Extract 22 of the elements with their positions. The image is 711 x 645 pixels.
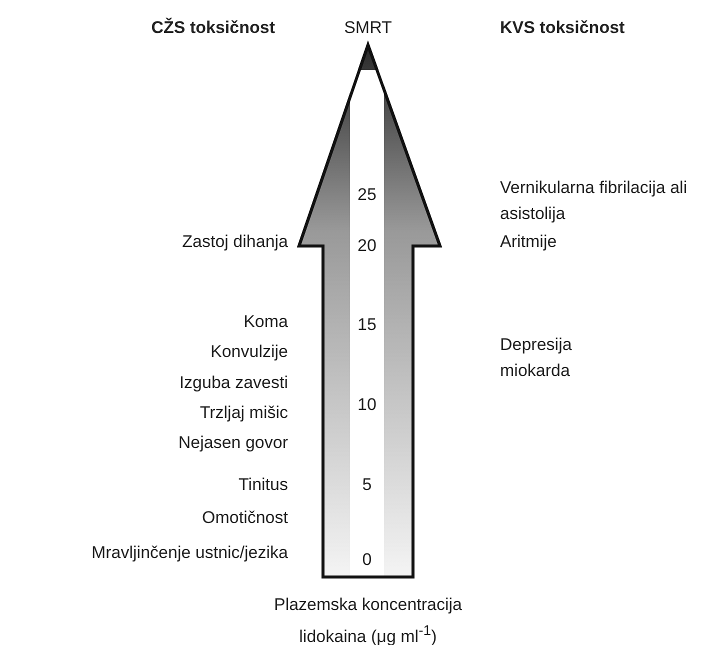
effect-label: Depresija miokarda	[500, 334, 573, 382]
scale-number: 0	[362, 549, 372, 571]
symptom-label: Tinitus	[238, 474, 288, 496]
symptom-label: Mravljinčenje ustnic/jezika	[91, 542, 288, 564]
column-heading: CŽS toksičnost	[151, 16, 275, 39]
symptom-label: Izguba zavesti	[179, 372, 288, 394]
scale-number: 5	[362, 474, 372, 496]
symptom-label: Koma	[244, 311, 288, 333]
scale-number: 10	[358, 394, 376, 416]
column-heading: KVS toksičnost	[500, 17, 625, 39]
effect-label: Aritmije	[500, 231, 557, 253]
symptom-label: Nejasen govor	[178, 432, 288, 454]
symptom-label: Konvulzije	[210, 341, 288, 363]
axis-caption: Plazemska koncentracija lidokaina (μg ml$^{-1}$)	[272, 594, 464, 645]
symptom-label: Omotičnost	[202, 507, 288, 529]
symptom-label: Trzljaj mišic	[200, 402, 288, 424]
scale-number: 15	[358, 314, 376, 336]
scale-number: 25	[358, 184, 376, 206]
symptom-label: Zastoj dihanja	[182, 231, 288, 253]
top-label: SMRT	[344, 17, 392, 39]
scale-number: 20	[358, 235, 376, 257]
effect-label: Vernikularna fibrilacija ali asistolija	[500, 177, 688, 225]
